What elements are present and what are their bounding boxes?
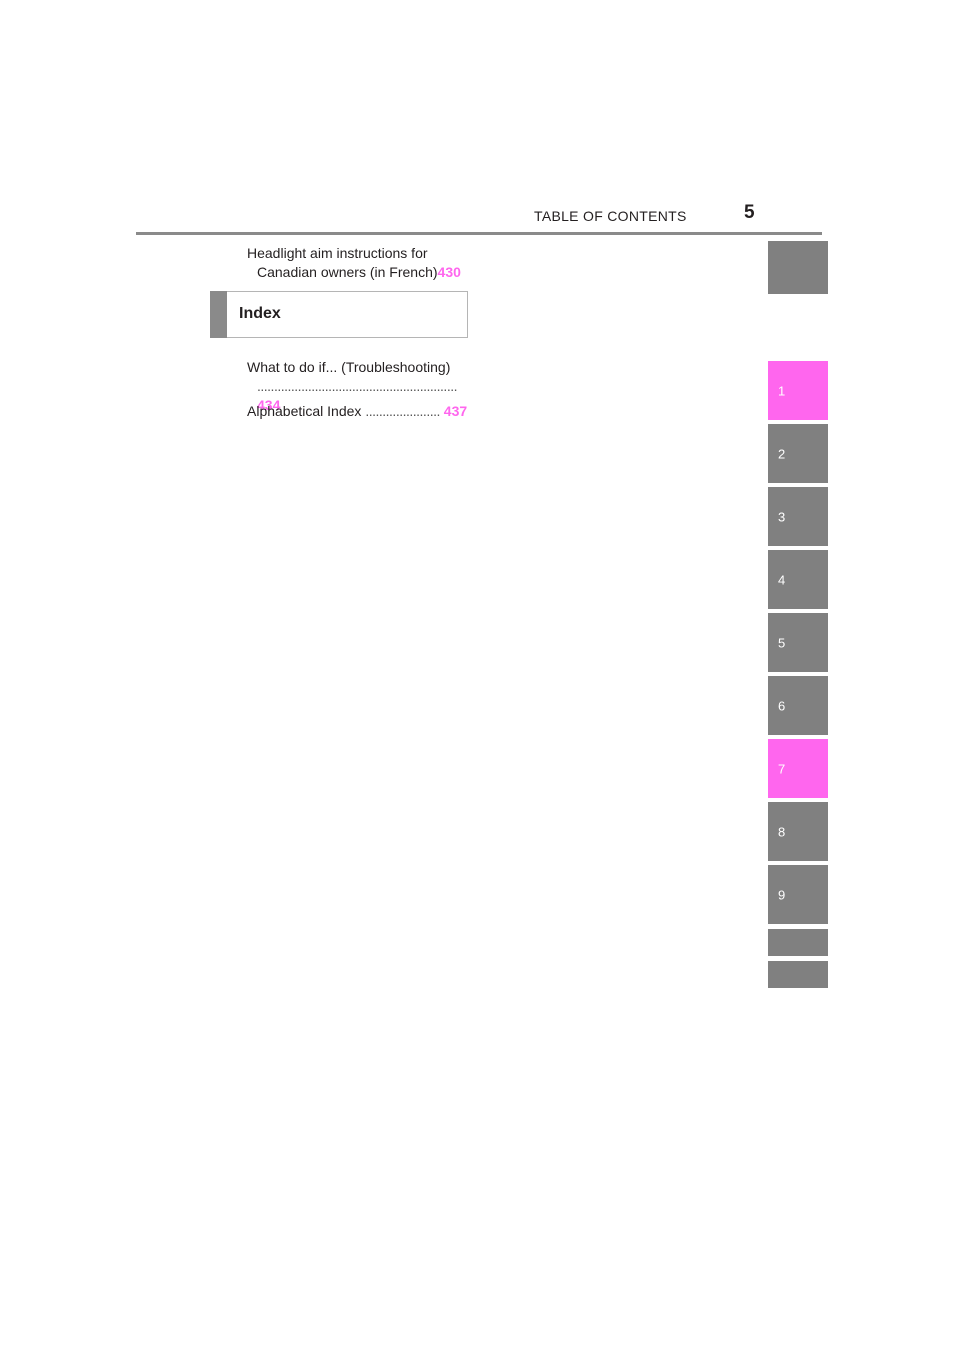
chapter-tab-blank-a[interactable] xyxy=(768,929,828,956)
toc-leader-dots: ...................... xyxy=(365,403,440,419)
toc-leader-dots: ........................................… xyxy=(257,378,458,394)
header-page-number: 5 xyxy=(744,202,755,223)
header-rule xyxy=(136,232,822,235)
section-header-index: Index xyxy=(210,291,468,338)
toc-page-number[interactable]: 434 xyxy=(257,397,281,413)
chapter-tab-5[interactable]: 5 xyxy=(768,613,828,672)
section-title: Index xyxy=(239,305,281,322)
toc-page-number[interactable]: 437 xyxy=(443,403,468,419)
toc-page-number[interactable]: 430 xyxy=(437,264,461,280)
chapter-tab-1[interactable]: 1 xyxy=(768,361,828,420)
toc-entry-text-cont: ........................................… xyxy=(247,377,469,415)
chapter-tab-2[interactable]: 2 xyxy=(768,424,828,483)
toc-entry-text-cont: Canadian owners (in French)430 xyxy=(257,264,461,280)
toc-entry-text: Alphabetical Index xyxy=(247,403,362,419)
chapter-tab-7[interactable]: 7 xyxy=(768,739,828,798)
chapter-tab-3[interactable]: 3 xyxy=(768,487,828,546)
toc-entry-troubleshooting[interactable]: What to do if... (Troubleshooting) .....… xyxy=(247,358,469,415)
section-marker xyxy=(210,291,227,338)
chapter-tab-4[interactable]: 4 xyxy=(768,550,828,609)
chapter-tab-6[interactable]: 6 xyxy=(768,676,828,735)
chapter-tab-8[interactable]: 8 xyxy=(768,802,828,861)
toc-entry-alphabetical-index[interactable]: Alphabetical Index .....................… xyxy=(247,402,469,421)
toc-entry-text: Headlight aim instructions for xyxy=(247,245,428,261)
chapter-tab-blank-b[interactable] xyxy=(768,961,828,988)
toc-entry-text: What to do if... (Troubleshooting) xyxy=(247,359,451,375)
chapter-tab-blank-top[interactable] xyxy=(768,241,828,294)
header-title: TABLE OF CONTENTS xyxy=(534,208,687,224)
toc-entry-headlight-aim[interactable]: Headlight aim instructions for Canadian … xyxy=(247,244,469,282)
chapter-tab-9[interactable]: 9 xyxy=(768,865,828,924)
